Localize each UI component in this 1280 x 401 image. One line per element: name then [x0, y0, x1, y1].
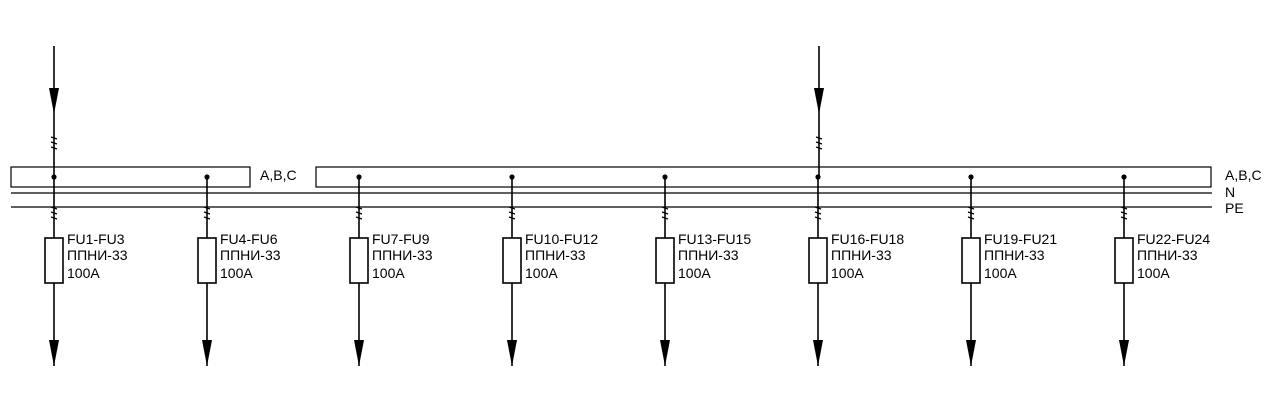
feeder-rating: 100А — [1137, 265, 1170, 281]
feeder-fuse-type: ППНИ-33 — [525, 247, 586, 263]
feeder-rating: 100А — [220, 265, 253, 281]
feeder-designation: FU10-FU12 — [525, 231, 598, 247]
fuse-symbol — [808, 237, 828, 284]
input-line-2 — [814, 46, 824, 177]
feeder-rating: 100А — [678, 265, 711, 281]
fuse-symbol — [1114, 237, 1134, 284]
pe-bus-label: PE — [1225, 200, 1244, 216]
feeder-fuse-type: ППНИ-33 — [372, 247, 433, 263]
feeder-fuse-type: ППНИ-33 — [984, 247, 1045, 263]
fuse-symbol — [197, 237, 217, 284]
fuse-symbol — [655, 237, 675, 284]
feeder-rating: 100А — [984, 265, 1017, 281]
feeder-fuse-type: ППНИ-33 — [67, 247, 128, 263]
feeder-designation: FU16-FU18 — [831, 231, 904, 247]
feeder-designation: FU1-FU3 — [67, 231, 125, 247]
outgoing-arrow — [49, 340, 59, 366]
feeder: FU13-FU15 ППНИ-33 100А — [655, 174, 751, 366]
feeder-designation: FU22-FU24 — [1137, 231, 1210, 247]
outgoing-arrow — [354, 340, 364, 366]
feeder-fuse-type: ППНИ-33 — [678, 247, 739, 263]
phase-bus-left-label: A,B,C — [260, 167, 297, 183]
feeder-fuse-type: ППНИ-33 — [831, 247, 892, 263]
fuse-symbol — [961, 237, 981, 284]
feeder-rating: 100А — [67, 265, 100, 281]
feeder-designation: FU4-FU6 — [220, 231, 278, 247]
feeder: FU7-FU9 ППНИ-33 100А — [349, 174, 433, 366]
feeder-designation: FU19-FU21 — [984, 231, 1057, 247]
outgoing-arrow — [1119, 340, 1129, 366]
phase-bus-left — [10, 166, 251, 188]
fuse-symbol — [502, 237, 522, 284]
feeder-fuse-type: ППНИ-33 — [1137, 247, 1198, 263]
feeder-rating: 100А — [831, 265, 864, 281]
feeder-rating: 100А — [525, 265, 558, 281]
fuse-symbol — [44, 237, 64, 284]
feeder-group: FU1-FU3 ППНИ-33 100А FU4-FU6 ППНИ-33 100… — [44, 174, 1210, 366]
feeder-designation: FU7-FU9 — [372, 231, 430, 247]
phase-bus-right-label: A,B,C — [1225, 167, 1262, 183]
feeder: FU10-FU12 ППНИ-33 100А — [502, 174, 598, 366]
outgoing-arrow — [660, 340, 670, 366]
outgoing-arrow — [507, 340, 517, 366]
feeder: FU1-FU3 ППНИ-33 100А — [44, 174, 128, 366]
outgoing-arrow — [813, 340, 823, 366]
feeder-designation: FU13-FU15 — [678, 231, 751, 247]
feeder: FU22-FU24 ППНИ-33 100А — [1114, 174, 1210, 366]
outgoing-arrow — [202, 340, 212, 366]
phase-bus-right — [315, 166, 1212, 188]
feeder-fuse-type: ППНИ-33 — [220, 247, 281, 263]
feeder: FU16-FU18 ППНИ-33 100А — [808, 174, 904, 366]
neutral-bus-label: N — [1225, 184, 1235, 200]
feeder-rating: 100А — [372, 265, 405, 281]
feeder: FU4-FU6 ППНИ-33 100А — [197, 174, 281, 366]
feeder: FU19-FU21 ППНИ-33 100А — [961, 174, 1057, 366]
input-line-1 — [49, 46, 59, 177]
fuse-symbol — [349, 237, 369, 284]
outgoing-arrow — [966, 340, 976, 366]
